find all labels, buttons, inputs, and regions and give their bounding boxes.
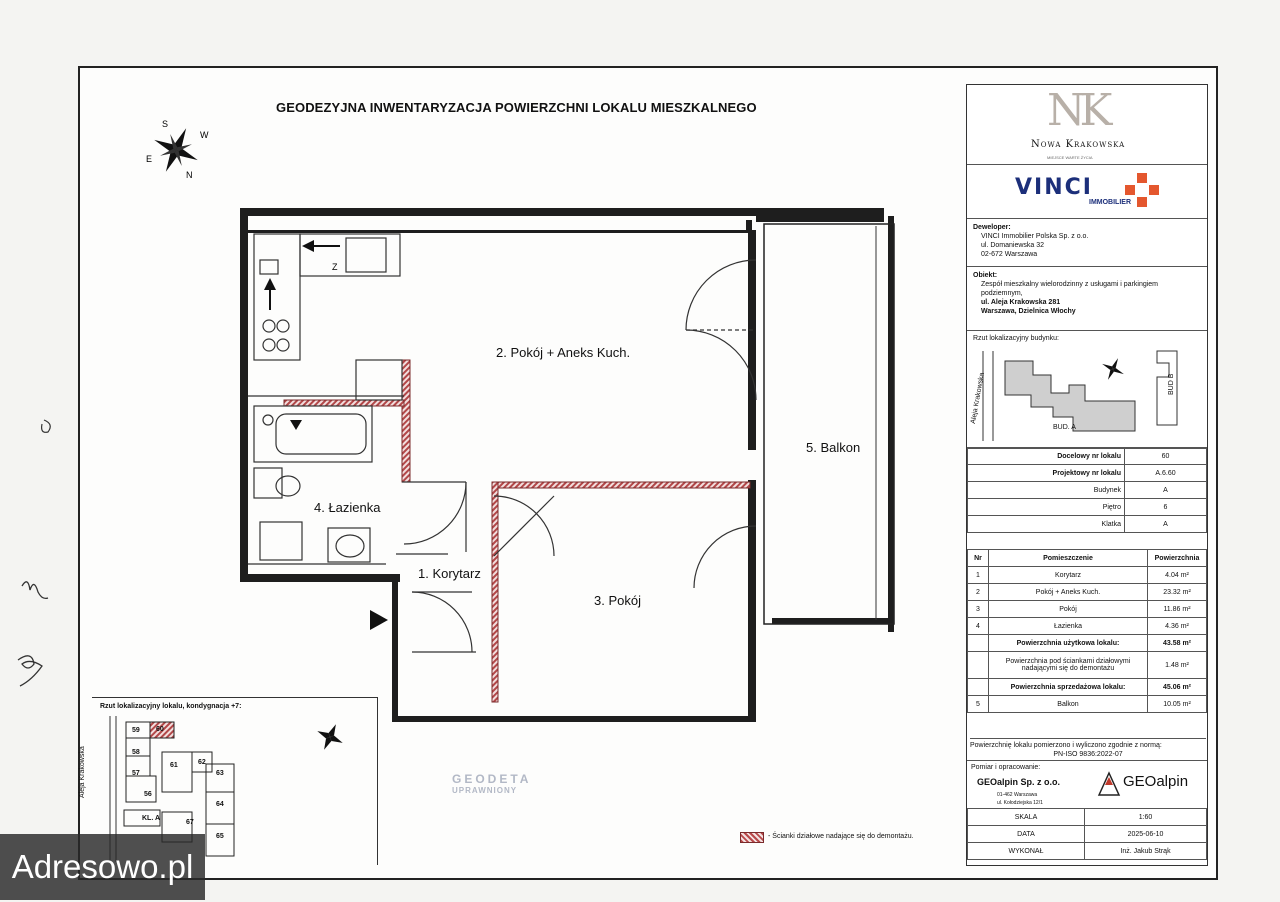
vinci-logo: VINCI IMMOBILIER bbox=[967, 165, 1207, 219]
unit-62: 62 bbox=[198, 759, 206, 766]
stairwell-label: KL. A bbox=[142, 815, 161, 822]
usable-area-row: Powierzchnia użytkowa lokalu:43.58 m² bbox=[967, 634, 1207, 652]
walls-area-row: Powierzchnia pod ściankami działowymi na… bbox=[967, 651, 1207, 679]
unit-59: 59 bbox=[132, 727, 140, 734]
measurement-block: Pomiar i opracowanie: GEOalpin Sp. z o.o… bbox=[967, 760, 1207, 809]
floor-location-map bbox=[109, 716, 235, 862]
unit-58: 58 bbox=[132, 749, 140, 756]
unit-64: 64 bbox=[216, 801, 224, 808]
compass-e: E bbox=[146, 154, 152, 164]
norm-note: Powierzchnię lokalu pomierzono i wyliczo… bbox=[970, 738, 1206, 759]
nk-logo-icon: NK bbox=[1047, 85, 1112, 136]
unit-60: 60 bbox=[156, 726, 164, 733]
nowa-krakowska-logo: NK Nowa Krakowska MIEJSCE WARTE ŻYCIA bbox=[967, 85, 1207, 165]
room-1-label: 1. Korytarz bbox=[418, 566, 481, 581]
unit-61: 61 bbox=[170, 762, 178, 769]
building-location-map bbox=[982, 350, 1178, 441]
unit-67: 67 bbox=[186, 819, 194, 826]
compass-w: W bbox=[200, 130, 209, 140]
entrance-marker-icon bbox=[370, 610, 388, 630]
floor-location-street: Aleja Krakowska bbox=[79, 746, 86, 798]
room-4-label: 4. Łazienka bbox=[314, 500, 381, 515]
bud-b-label: BUD B bbox=[1168, 373, 1175, 395]
unit-63: 63 bbox=[216, 770, 224, 777]
bud-a-label: BUD. A bbox=[1053, 424, 1076, 431]
table-header-row: Nr Pomieszczenie Powierzchnia bbox=[967, 549, 1207, 567]
room-5-label: 5. Balkon bbox=[806, 440, 861, 455]
nk-tagline: MIEJSCE WARTE ŻYCIA bbox=[1047, 155, 1093, 160]
vinci-wordmark: VINCI bbox=[1015, 175, 1093, 200]
walls bbox=[240, 208, 894, 722]
small-compass-icon bbox=[317, 724, 343, 750]
unit-65: 65 bbox=[216, 833, 224, 840]
sale-area-row: Powierzchnia sprzedażowa lokalu:45.06 m² bbox=[967, 678, 1207, 696]
floor-plan: Z bbox=[240, 208, 895, 722]
geoalpin-mountain-icon bbox=[1097, 771, 1121, 796]
compass-rose-icon: S W E N bbox=[146, 119, 209, 180]
kitchen-mark: Z bbox=[332, 262, 338, 272]
compass-s: S bbox=[162, 119, 168, 129]
floor-location-inset: Rzut lokalizacyjny lokalu, kondygnacja +… bbox=[79, 697, 378, 865]
nk-name: Nowa Krakowska bbox=[1031, 139, 1126, 150]
room-2-label: 2. Pokój + Aneks Kuch. bbox=[496, 345, 631, 360]
legend-swatch bbox=[740, 832, 764, 843]
page-title: GEODEZYJNA INWENTARYZACJA POWIERZCHNI LO… bbox=[276, 100, 757, 115]
unit-57: 57 bbox=[132, 770, 140, 777]
floor-location-label: Rzut lokalizacyjny lokalu, kondygnacja +… bbox=[100, 703, 242, 710]
legend-text: - Ścianki działowe nadające się do demon… bbox=[768, 833, 914, 840]
unit-56: 56 bbox=[144, 791, 152, 798]
developer-block: Deweloper: VINCI Immobilier Polska Sp. z… bbox=[967, 219, 1207, 267]
object-block: Obiekt: Zespół mieszkalny wielorodzinny … bbox=[967, 267, 1207, 331]
vinci-sub: IMMOBILIER bbox=[1089, 199, 1131, 206]
margin-handwriting bbox=[17, 419, 51, 687]
geoalpin-logo: GEOalpin bbox=[1123, 773, 1189, 790]
watermark-badge[interactable]: Adresowo.pl bbox=[0, 834, 205, 900]
room-3-label: 3. Pokój bbox=[594, 593, 641, 608]
compass-n: N bbox=[186, 170, 193, 180]
building-location-block: Rzut lokalizacyjny budynku: Aleja Krakow… bbox=[967, 331, 1207, 449]
surveyor-stamp: GEODETA UPRAWNIONY bbox=[452, 772, 532, 795]
vinci-cross-icon bbox=[1125, 173, 1159, 207]
